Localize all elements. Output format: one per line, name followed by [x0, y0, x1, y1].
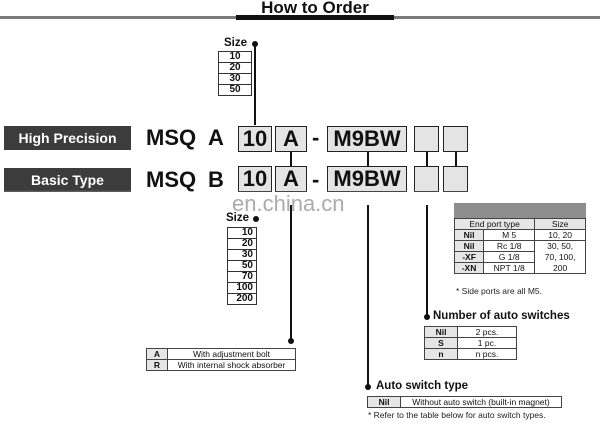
end-port-table: End port type Size Nil M 5 10, 20 Nil Rc…	[453, 218, 586, 274]
table-header: End port type Size	[453, 218, 586, 230]
ports-box	[414, 126, 439, 152]
code-cell: -XN	[453, 262, 485, 274]
table-row: R With internal shock absorber	[146, 359, 296, 371]
code-cell: Nil	[453, 240, 485, 252]
port-cell: G 1/8	[483, 251, 536, 263]
connector-line	[290, 205, 292, 340]
connector-line	[426, 152, 428, 166]
connector-dot	[424, 314, 430, 320]
connector-dot	[253, 216, 259, 222]
code-cell: Nil	[367, 396, 401, 408]
code-cell: S	[424, 337, 458, 349]
variant-code: B	[208, 167, 224, 192]
size-cell: 30	[218, 73, 252, 85]
switch-count-box	[443, 166, 468, 192]
code-cell: Nil	[424, 326, 458, 338]
table-row: Nil M 5 10, 20	[453, 229, 586, 241]
switch-box: M9BW	[327, 166, 407, 192]
code-cell: A	[146, 348, 168, 360]
adjuster-table: A With adjustment bolt R With internal s…	[146, 348, 296, 371]
desc-cell: With adjustment bolt	[167, 348, 296, 360]
size-table-high-precision: 10 20 30 50	[218, 51, 252, 96]
size-cell: 100	[227, 282, 257, 294]
type-label-basic: Basic Type	[4, 168, 131, 192]
header-cell: End port type	[453, 218, 536, 230]
watermark: en.china.cn	[232, 191, 345, 216]
desc-cell: Without auto switch (built-in magnet)	[400, 396, 562, 408]
connector-line	[290, 152, 292, 166]
size-cell: 70, 100,	[534, 251, 586, 263]
table-row: Nil Rc 1/8 30, 50,	[453, 240, 586, 252]
dash: -	[312, 167, 320, 192]
size-cell: 10	[227, 227, 257, 239]
variant-code: A	[208, 125, 224, 150]
size-cell: 20	[227, 238, 257, 250]
size-box: 10	[238, 166, 272, 192]
series-code: MSQ	[146, 125, 197, 150]
desc-cell: With internal shock absorber	[167, 359, 296, 371]
desc-cell: 1 pc.	[457, 337, 517, 349]
header-cell: Size	[534, 218, 586, 230]
auto-switch-note: * Refer to the table below for auto swit…	[368, 410, 546, 420]
port-cell: Rc 1/8	[483, 240, 536, 252]
port-cell: M 5	[483, 229, 536, 241]
connector-line	[367, 152, 369, 166]
table-row: S 1 pc.	[424, 337, 517, 349]
code-cell: Nil	[453, 229, 485, 241]
size-cell: 30	[227, 249, 257, 261]
table-row: n n pcs.	[424, 348, 517, 360]
connector-dot	[365, 384, 371, 390]
code-cell: n	[424, 348, 458, 360]
connector-line	[426, 205, 428, 317]
size-cell: 200	[227, 293, 257, 305]
size-cell: 10, 20	[534, 229, 586, 241]
table-row: A With adjustment bolt	[146, 348, 296, 360]
code-cell: -XF	[453, 251, 485, 263]
connector-line	[254, 43, 256, 125]
desc-cell: 2 pcs.	[457, 326, 517, 338]
connector-line	[455, 152, 457, 166]
switch-box: M9BW	[327, 126, 407, 152]
endport-shade	[454, 203, 586, 218]
size-cell: 50	[218, 84, 252, 96]
end-port-note: * Side ports are all M5.	[456, 286, 542, 296]
table-row: -XN NPT 1/8 200	[453, 262, 586, 274]
size-heading-bottom: Size	[226, 212, 250, 224]
blur-overlay	[0, 190, 600, 212]
size-cell: 30, 50,	[534, 240, 586, 252]
size-cell: 20	[218, 62, 252, 74]
connector-dot	[288, 338, 294, 344]
size-heading-top: Size	[224, 37, 248, 49]
auto-switch-table: Nil Without auto switch (built-in magnet…	[367, 396, 562, 408]
adjuster-box: A	[275, 126, 307, 152]
dash: -	[312, 125, 320, 150]
series-code: MSQ	[146, 167, 197, 192]
auto-switch-heading: Auto switch type	[376, 380, 469, 392]
num-switches-table: Nil 2 pcs. S 1 pc. n n pcs.	[424, 326, 517, 360]
type-label-high-precision: High Precision Type	[4, 126, 131, 170]
size-cell: 70	[227, 271, 257, 283]
table-row: Nil 2 pcs.	[424, 326, 517, 338]
ports-box	[414, 166, 439, 192]
page-title: How to Order	[261, 0, 369, 17]
size-box: 10	[238, 126, 272, 152]
code-cell: R	[146, 359, 168, 371]
num-switches-heading: Number of auto switches	[433, 310, 570, 322]
table-row: -XF G 1/8 70, 100,	[453, 251, 586, 263]
desc-cell: n pcs.	[457, 348, 517, 360]
size-cell: 50	[227, 260, 257, 272]
port-cell: NPT 1/8	[483, 262, 536, 274]
size-cell: 200	[534, 262, 586, 274]
adjuster-box: A	[275, 166, 307, 192]
size-cell: 10	[218, 51, 252, 63]
connector-line	[367, 205, 369, 388]
size-table-basic: 10 20 30 50 70 100 200	[227, 227, 257, 305]
switch-count-box	[443, 126, 468, 152]
table-row: Nil Without auto switch (built-in magnet…	[367, 396, 562, 408]
title-underline	[236, 15, 394, 20]
